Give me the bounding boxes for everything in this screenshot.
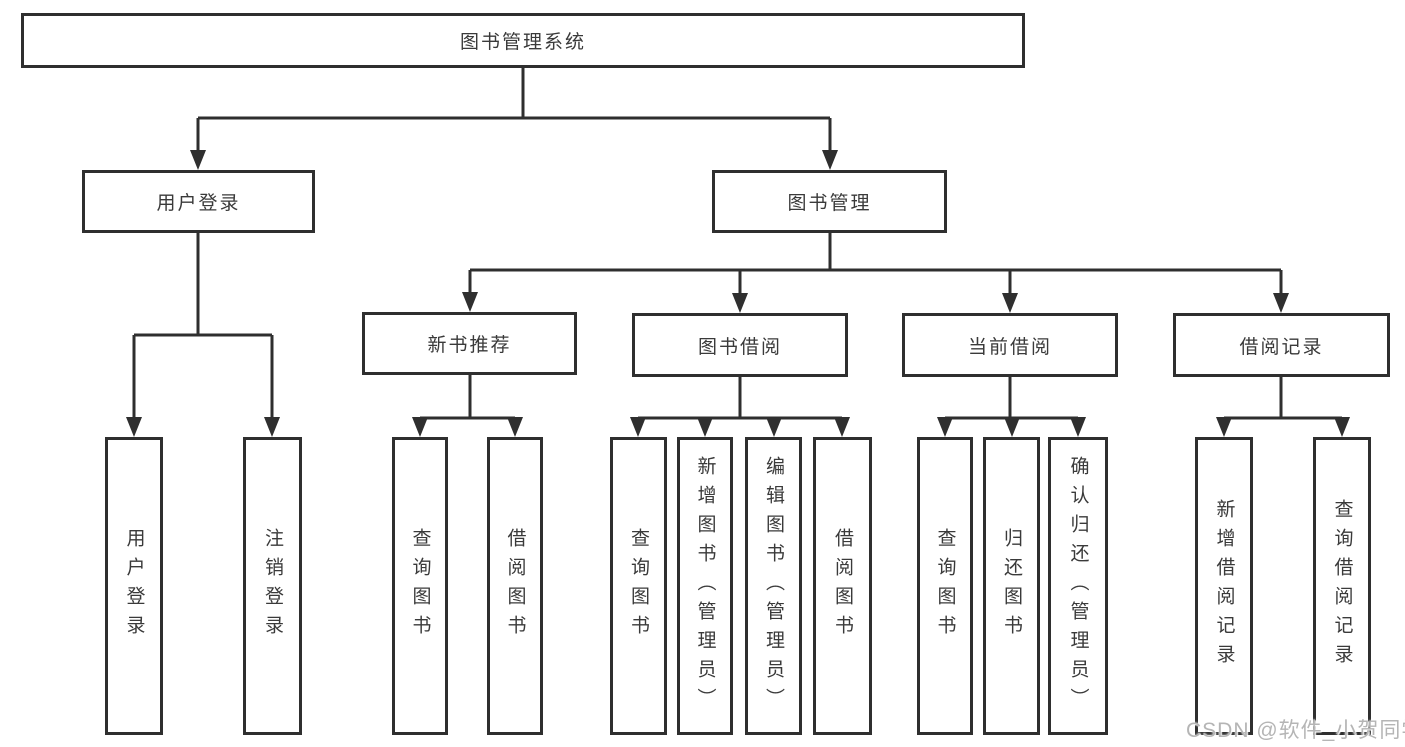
node-label: 新增图书（管理员） bbox=[694, 455, 716, 717]
node-label: 新增借阅记录 bbox=[1213, 499, 1235, 673]
node-label: 用户登录 bbox=[123, 528, 145, 644]
node-leaf-logout: 注销登录 bbox=[243, 437, 302, 735]
node-label: 查询借阅记录 bbox=[1331, 499, 1353, 673]
node-label: 图书管理 bbox=[787, 193, 872, 214]
node-leaf-query-books-current: 查询图书 bbox=[917, 437, 973, 735]
node-label: 新书推荐 bbox=[427, 335, 512, 356]
node-leaf-query-books-borrow: 查询图书 bbox=[610, 437, 667, 735]
node-leaf-confirm-return-admin: 确认归还（管理员） bbox=[1048, 437, 1108, 735]
node-leaf-add-books-admin: 新增图书（管理员） bbox=[677, 437, 733, 735]
node-label: 图书借阅 bbox=[697, 336, 782, 358]
node-leaf-query-borrow-record: 查询借阅记录 bbox=[1313, 437, 1371, 735]
node-new-book-recommendation: 新书推荐 bbox=[362, 312, 577, 375]
node-library-management-system: 图书管理系统 bbox=[21, 13, 1025, 68]
node-leaf-borrow-books: 借阅图书 bbox=[813, 437, 872, 735]
node-label: 借阅图书 bbox=[504, 528, 526, 644]
node-label: 确认归还（管理员） bbox=[1067, 455, 1089, 717]
csdn-watermark: CSDN @软件_小贺同学 bbox=[1186, 719, 1405, 742]
node-label: 编辑图书（管理员） bbox=[763, 455, 784, 717]
node-leaf-return-books: 归还图书 bbox=[983, 437, 1040, 735]
node-current-borrowing: 当前借阅 bbox=[902, 313, 1118, 377]
node-label: 归还图书 bbox=[1001, 528, 1022, 644]
node-user-login: 用户登录 bbox=[82, 170, 315, 233]
node-borrowing-records: 借阅记录 bbox=[1173, 313, 1390, 377]
arrowhead-icons bbox=[126, 150, 1350, 437]
node-leaf-user-login: 用户登录 bbox=[105, 437, 163, 735]
node-label: 用户登录 bbox=[156, 193, 241, 214]
node-label: 注销登录 bbox=[262, 528, 283, 644]
node-label: 查询图书 bbox=[628, 528, 649, 644]
node-leaf-edit-books-admin: 编辑图书（管理员） bbox=[745, 437, 802, 735]
node-label: 当前借阅 bbox=[967, 336, 1052, 358]
node-label: 借阅记录 bbox=[1239, 336, 1324, 358]
node-label: 查询图书 bbox=[934, 528, 956, 644]
node-leaf-borrow-books-recommend: 借阅图书 bbox=[487, 437, 543, 735]
node-leaf-query-books-recommend: 查询图书 bbox=[392, 437, 448, 735]
node-label: 图书管理系统 bbox=[459, 32, 586, 53]
node-label: 查询图书 bbox=[409, 528, 431, 644]
node-book-management: 图书管理 bbox=[712, 170, 947, 233]
node-book-borrowing: 图书借阅 bbox=[632, 313, 848, 377]
node-leaf-add-borrow-record: 新增借阅记录 bbox=[1195, 437, 1253, 735]
node-label: 借阅图书 bbox=[832, 528, 853, 644]
